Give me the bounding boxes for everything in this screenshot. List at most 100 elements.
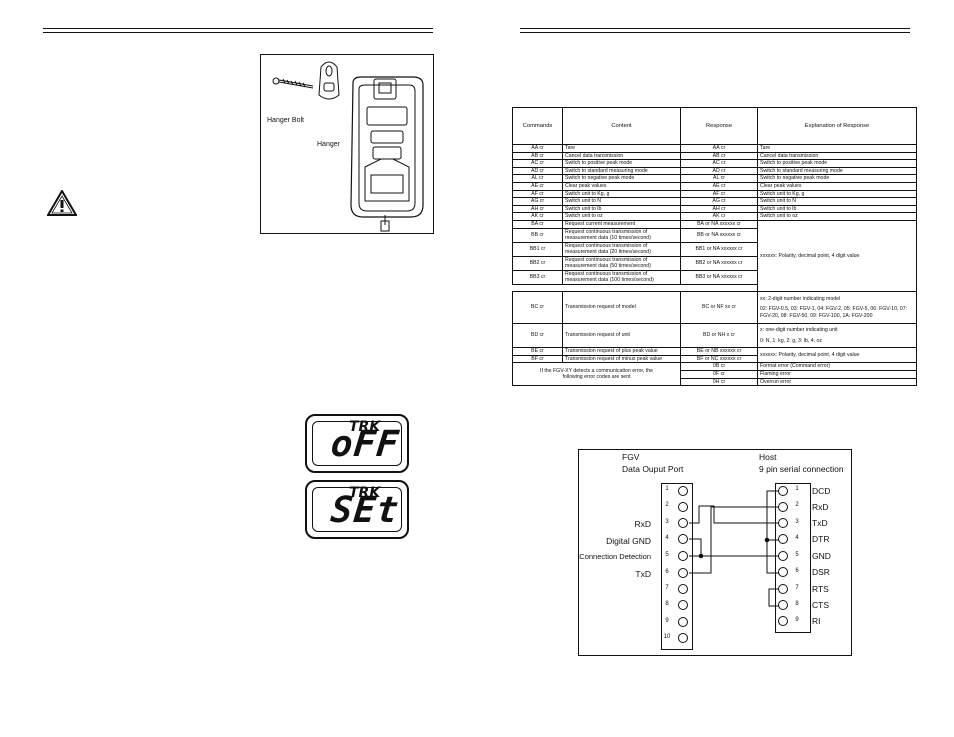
host-signal-rts: RTS xyxy=(812,584,829,594)
col-header-content: Content xyxy=(562,107,681,145)
host-pin-circle xyxy=(778,534,788,544)
table-row: BB2 cr Request continuous transmission o… xyxy=(512,255,917,271)
cell-content: Cancel data transmission xyxy=(562,151,681,161)
fgv-title: FGV xyxy=(622,452,640,462)
table-row: AB cr Cancel data transmission AB cr Can… xyxy=(512,151,917,161)
cell-command: AK cr xyxy=(512,212,563,221)
cell-content: Request current measurement xyxy=(562,219,681,229)
cell-response: AG cr xyxy=(680,197,758,206)
host-pin-circle xyxy=(778,502,788,512)
cell-content: Transmission request of minus peak value xyxy=(562,354,681,364)
table-row: BE cr Transmission request of plus peak … xyxy=(512,347,917,364)
fgv-connector xyxy=(661,483,693,650)
cell-content: Request continuous transmission of measu… xyxy=(562,227,681,243)
cell-explanation-merged: xxxxxx: Polarity, decimal point, 4 digit… xyxy=(757,347,917,364)
cell-explanation: Switch unit to lb xyxy=(757,204,917,214)
cell-response: AB cr xyxy=(680,151,758,161)
cell-content: Request continuous transmission of measu… xyxy=(562,241,681,257)
cell-content: Switch to positive peak mode xyxy=(562,159,681,168)
cell-content: Switch unit to N xyxy=(562,197,681,206)
fgv-subtitle: Data Ouput Port xyxy=(622,464,684,474)
host-signal-txd: TxD xyxy=(812,518,828,528)
cell-command: AB cr xyxy=(512,151,563,161)
host-subtitle: 9 pin serial connection xyxy=(759,464,844,474)
fgv-pin-circle xyxy=(678,617,688,627)
cell-response: AE cr xyxy=(680,181,758,191)
cell-response: BB1 or NA xxxxxx cr xyxy=(680,241,758,257)
fgv-pin-number: 8 xyxy=(665,601,669,607)
fgv-pin-number: 2 xyxy=(665,502,669,508)
cell-command: AF cr xyxy=(512,189,563,199)
fgv-pin-number: 9 xyxy=(665,618,669,624)
cell-content: Transmission request of model xyxy=(562,291,681,325)
cell-content: Transmission request of unit xyxy=(562,323,681,349)
fgv-pin-number: 4 xyxy=(665,535,669,541)
cell-command: AC cr xyxy=(512,159,563,168)
cell-content: Switch to standard measuring mode xyxy=(562,166,681,176)
cell-response: AH cr xyxy=(680,204,758,214)
table-row: AE cr Clear peak values AE cr Clear peak… xyxy=(512,181,917,191)
host-signal-ri: RI xyxy=(812,616,821,626)
fgv-pin-number: 7 xyxy=(665,585,669,591)
fgv-pin-circle xyxy=(678,518,688,528)
host-pin-number: 7 xyxy=(795,585,799,591)
fgv-pin-circle xyxy=(678,534,688,544)
cell-explanation: Format error (Command error) xyxy=(757,362,917,371)
right-header-rule xyxy=(520,28,910,29)
host-signal-gnd: GND xyxy=(812,551,831,561)
cell-command: AH cr xyxy=(512,204,563,214)
host-pin-number: 1 xyxy=(795,486,799,492)
table-row: AA cr Tare AA cr Tare xyxy=(512,144,917,153)
cell-explanation: Flaming error xyxy=(757,369,917,379)
cell-content: Tare xyxy=(562,144,681,153)
cell-response: AL cr xyxy=(680,174,758,183)
cell-explanation: Switch unit to N xyxy=(757,197,917,206)
cell-command: BE cr xyxy=(512,347,563,356)
fgv-signal-txd: TxD xyxy=(635,569,651,579)
host-signal-dtr: DTR xyxy=(812,534,830,544)
fgv-pin-circle xyxy=(678,568,688,578)
host-pin-number: 8 xyxy=(795,601,799,607)
host-signal-dsr: DSR xyxy=(812,567,830,577)
fgv-pin-circle xyxy=(678,486,688,496)
cell-response: AC cr xyxy=(680,159,758,168)
host-pin-circle xyxy=(778,518,788,528)
lcd-value: oFF xyxy=(328,424,402,465)
cell-response: BF or NC xxxxxx cr xyxy=(680,354,758,364)
cell-content: Request continuous transmission of measu… xyxy=(562,269,681,285)
cell-command: AG cr xyxy=(512,197,563,206)
fgv-pin-number: 6 xyxy=(665,569,669,575)
cell-response: AK cr xyxy=(680,212,758,221)
host-pin-circle xyxy=(778,600,788,610)
model-expl-line1: xx: 2-digit number indicating model xyxy=(760,295,841,302)
fgv-pin-circle xyxy=(678,584,688,594)
cell-command: AE cr xyxy=(512,181,563,191)
table-row: AF cr Switch unit to Kg, g AF cr Switch … xyxy=(512,189,917,199)
lcd-display-set: TRK SEt xyxy=(305,480,409,539)
cell-explanation-merged: xxxxxx: Polarity, decimal point, 4 digit… xyxy=(757,219,917,293)
cell-response: BB2 or NA xxxxxx cr xyxy=(680,255,758,271)
fgv-signal-digital-gnd: Digital GND xyxy=(606,536,651,546)
cell-content: Switch unit to oz xyxy=(562,212,681,221)
cell-response: BB or NA xxxxxx cr xyxy=(680,227,758,243)
cell-content: Switch unit to lb xyxy=(562,204,681,214)
cell-command: AA cr xyxy=(512,144,563,153)
fgv-pin-number: 5 xyxy=(665,552,669,558)
error-note: If the FGV-XY detects a communication er… xyxy=(512,362,681,387)
cell-response: BA or NA xxxxxx cr xyxy=(680,219,758,229)
table-row: AC cr Switch to positive peak mode AC cr… xyxy=(512,159,917,168)
cell-response: BB3 or NA xxxxxx cr xyxy=(680,269,758,285)
right-header-rule-thin xyxy=(520,32,910,33)
fgv-signal-rxd: RxD xyxy=(634,519,651,529)
table-header-row: Commands Content Response Explanation of… xyxy=(512,107,917,145)
command-table: Commands Content Response Explanation of… xyxy=(512,107,917,387)
fgv-pin-number: 1 xyxy=(665,486,669,492)
table-row: BD cr Transmission request of unit BD or… xyxy=(512,323,917,349)
lcd-display-off: TRK oFF xyxy=(305,414,409,473)
host-pin-circle xyxy=(778,584,788,594)
left-header-rule xyxy=(43,28,433,29)
cell-command: BF cr xyxy=(512,354,563,364)
hanger-label: Hanger xyxy=(317,141,340,148)
cell-content: Switch to negative peak mode xyxy=(562,174,681,183)
table-row: BB cr Request continuous transmission of… xyxy=(512,227,917,243)
